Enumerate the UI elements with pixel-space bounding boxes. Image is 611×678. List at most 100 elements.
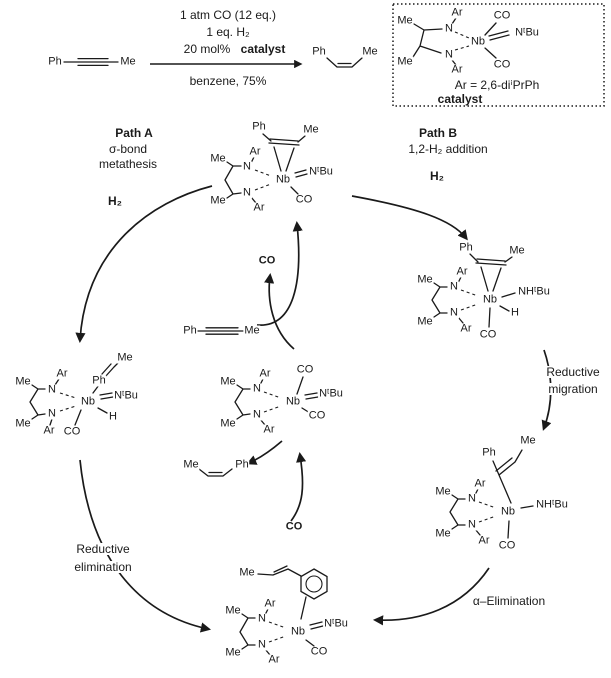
rc-ar2: Ar	[459, 322, 473, 335]
cc-n2: N	[252, 408, 262, 421]
rbc-nb: Nb	[499, 505, 517, 518]
rc-h: H	[510, 306, 520, 319]
benzene-yield: benzene, 75%	[188, 74, 268, 88]
tc-n2: N	[242, 186, 252, 199]
cat-ar-bottom: Ar	[450, 63, 464, 76]
cc-me1: Me	[219, 375, 237, 388]
rbc-ph: Ph	[481, 446, 497, 459]
bc-me-vinyl: Me	[238, 566, 256, 579]
rc-ph: Ph	[458, 241, 474, 254]
co-incoming: CO	[284, 520, 304, 533]
cat-n-top: N	[444, 22, 454, 35]
cc-ar1: Ar	[258, 367, 272, 380]
rbc-ar2: Ar	[477, 534, 491, 547]
tc-ar1: Ar	[248, 145, 262, 158]
lc-h: H	[108, 410, 118, 423]
rbc-me2: Me	[434, 527, 452, 540]
rbc-n2: N	[467, 518, 477, 531]
cat-co-bottom: CO	[492, 58, 512, 71]
cat-ntbu: NᵗBu	[514, 26, 540, 39]
rc-co: CO	[478, 328, 498, 341]
rc-ar1: Ar	[455, 265, 469, 278]
lc-ph: Ph	[91, 374, 107, 387]
center-product-ph: Ph	[234, 458, 250, 471]
tc-ph: Ph	[251, 120, 267, 133]
rbc-nhtbu: NHᵗBu	[535, 498, 569, 511]
rc-me2: Me	[416, 315, 434, 328]
rbc-n1: N	[467, 492, 477, 505]
arrow-alkyne-uptake	[256, 220, 303, 326]
cc-me2: Me	[219, 417, 237, 430]
reactant-ph: Ph	[47, 55, 63, 68]
path-b-title: Path B	[417, 126, 459, 140]
bc-n2: N	[257, 638, 267, 651]
arrow-path-b	[351, 195, 468, 241]
rc-nb: Nb	[481, 293, 499, 306]
bc-ntbu: NᵗBu	[323, 617, 349, 630]
lc-ntbu: NᵗBu	[113, 389, 139, 402]
lc-n1: N	[47, 383, 57, 396]
product-me: Me	[361, 45, 379, 58]
bc-nb: Nb	[289, 625, 307, 638]
path-b-h2: H₂	[429, 169, 445, 183]
center-alkyne-ph: Ph	[182, 324, 198, 337]
path-a-title: Path A	[114, 126, 154, 140]
rbc-me-vinyl: Me	[519, 434, 537, 447]
cc-ar2: Ar	[262, 423, 276, 436]
reductive-elimination-2: elimination	[73, 560, 133, 574]
tc-co: CO	[294, 193, 314, 206]
cc-nb: Nb	[284, 395, 302, 408]
bottom-complex-structure	[239, 565, 328, 656]
lc-nb: Nb	[79, 395, 97, 408]
cat-ar-definition: Ar = 2,6-diⁱPrPh	[453, 78, 541, 92]
rbc-me1: Me	[434, 485, 452, 498]
reductive-migration-2: migration	[547, 382, 599, 396]
rc-nhtbu: NHᵗBu	[517, 285, 551, 298]
cat-nb: Nb	[469, 35, 487, 48]
bc-co: CO	[309, 645, 329, 658]
center-alkyne-structure	[197, 327, 244, 335]
product-structure	[326, 57, 363, 68]
path-a-h2: H₂	[107, 194, 123, 208]
cat-caption: catalyst	[436, 92, 484, 106]
tc-me-alkyne: Me	[302, 123, 320, 136]
lc-me1: Me	[14, 375, 32, 388]
conditions-line-1: 1 atm CO (12 eq.)	[178, 8, 278, 22]
reductive-migration-1: Reductive	[545, 365, 601, 379]
catalyst-box	[392, 3, 605, 107]
lc-ar1: Ar	[55, 367, 69, 380]
path-b-line1: 1,2-H₂ addition	[407, 142, 489, 156]
arrow-co-release	[264, 272, 295, 350]
rc-n2: N	[449, 306, 459, 319]
lc-me2: Me	[14, 417, 32, 430]
right-complex-structure	[431, 253, 516, 328]
top-complex-structure	[224, 133, 308, 204]
rbc-co: CO	[497, 539, 517, 552]
cat-ar-top: Ar	[450, 6, 464, 19]
cc-co2: CO	[307, 409, 327, 422]
arrow-reductive-elimination	[79, 459, 211, 633]
tc-me1: Me	[209, 152, 227, 165]
cat-n-bottom: N	[444, 48, 454, 61]
conditions-catalyst: catalyst	[239, 42, 287, 56]
lc-n2: N	[47, 407, 57, 420]
cc-n1: N	[252, 382, 262, 395]
arrow-alpha-elimination	[372, 567, 490, 626]
tc-me2: Me	[209, 194, 227, 207]
alpha-elimination: α–Elimination	[471, 594, 547, 608]
bc-me2: Me	[224, 646, 242, 659]
lc-co: CO	[62, 425, 82, 438]
arrow-product-release	[246, 440, 283, 465]
co-released: CO	[257, 254, 277, 267]
right-bottom-complex-structure	[449, 449, 534, 539]
product-ph: Ph	[311, 45, 327, 58]
tc-nb: Nb	[274, 173, 292, 186]
path-a-line2: metathesis	[97, 157, 159, 171]
cat-co-top: CO	[492, 9, 512, 22]
tc-ntbu: NᵗBu	[308, 165, 334, 178]
bc-ar2: Ar	[267, 653, 281, 666]
bc-ar1: Ar	[263, 597, 277, 610]
